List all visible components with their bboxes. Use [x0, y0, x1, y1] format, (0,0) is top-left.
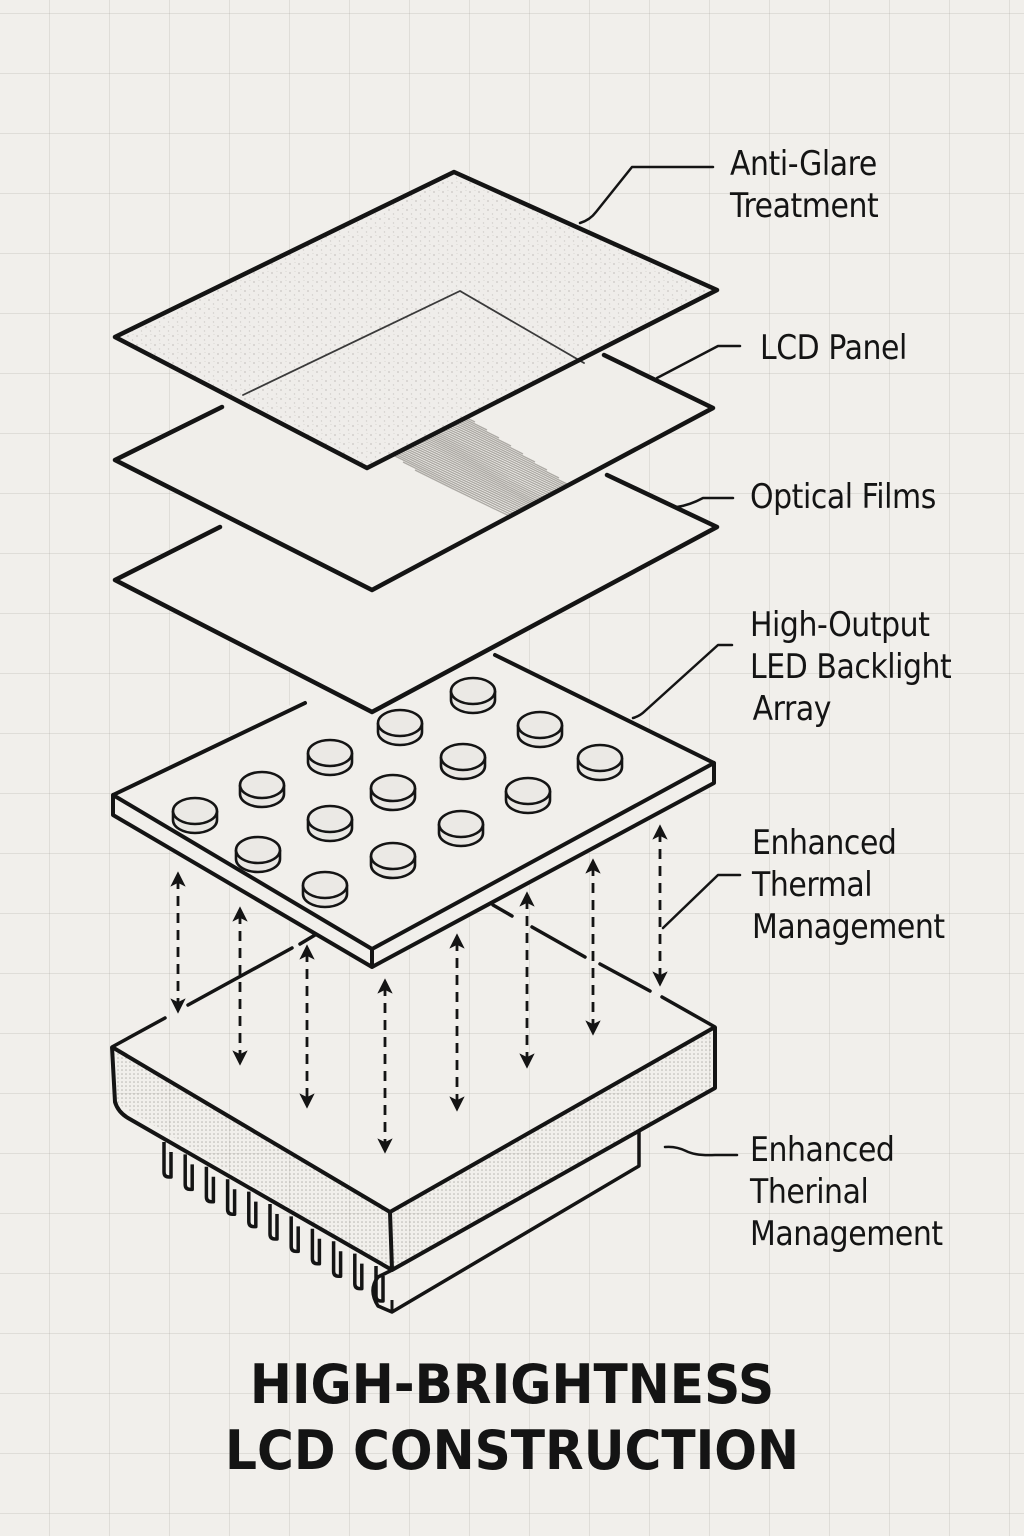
led-top: [369, 841, 417, 871]
led-board-outline: [111, 653, 716, 969]
led-top: [449, 676, 497, 706]
leader-lcd-panel: [655, 344, 742, 380]
title-line-1: HIGH-BRIGHTNESS: [249, 1353, 775, 1416]
heat-sink: [110, 903, 717, 1314]
led-emitter: [376, 708, 424, 747]
label-thermal-management-heat-sink: Enhanced Therinal Management: [750, 1129, 943, 1255]
led-top: [301, 870, 349, 900]
anti-glare-layer: [112, 169, 720, 471]
heat-sink-fin: [331, 1241, 343, 1278]
led-top: [437, 809, 485, 839]
led-top: [376, 708, 424, 738]
heat-sink-fin: [268, 1204, 279, 1241]
label-led-backlight-array: High-Output LED Backlight Array: [750, 604, 952, 730]
led-emitter: [171, 796, 219, 835]
led-top: [171, 796, 219, 826]
heat-sink-fin: [204, 1166, 216, 1204]
leader-lines: [578, 165, 742, 1157]
heat-sink-back-left-edge: [110, 930, 322, 1049]
led-top: [306, 738, 354, 768]
led-top: [516, 710, 564, 740]
anti-glare-outline: [112, 169, 720, 471]
label-thermal-management-interface: Enhanced Thermal Management: [752, 822, 945, 948]
led-emitter: [369, 773, 417, 812]
led-top: [306, 804, 354, 834]
led-emitter: [306, 738, 354, 777]
diagram-title: HIGH-BRIGHTNESS LCD CONSTRUCTION: [0, 1352, 1024, 1484]
label-line: Therinal: [750, 1172, 869, 1212]
label-line: Enhanced: [752, 823, 897, 863]
label-line: High-Output: [750, 605, 930, 645]
leader-heat-sink: [663, 1145, 739, 1157]
led-top: [238, 770, 286, 800]
heat-sink-fin: [310, 1228, 322, 1266]
led-emitter: [234, 835, 282, 874]
thermal-arrows: [170, 824, 668, 1154]
label-anti-glare-treatment: Anti-Glare Treatment: [730, 143, 879, 227]
label-line: Treatment: [730, 186, 879, 226]
led-emitter: [504, 776, 552, 815]
led-emitter: [301, 870, 349, 909]
label-lcd-panel: LCD Panel: [760, 327, 907, 369]
label-line: Management: [752, 907, 945, 947]
led-backlight-board: [111, 653, 716, 969]
led-top: [504, 776, 552, 806]
label-line: Enhanced: [750, 1130, 895, 1170]
led-top: [234, 835, 282, 865]
led-board-left-side: [113, 795, 372, 967]
led-emitter: [516, 710, 564, 749]
led-emitter: [369, 841, 417, 880]
optical-film-outline: [112, 472, 720, 715]
heat-sink-fins: [162, 1142, 385, 1303]
label-line: Thermal: [752, 865, 873, 905]
led-top: [576, 743, 624, 773]
led-array: [171, 676, 624, 909]
heat-sink-right-face: [390, 1027, 715, 1270]
lcd-panel-outline: [112, 352, 716, 593]
leader-anti-glare: [578, 165, 715, 225]
heat-sink-back-right-edge: [491, 903, 717, 1029]
heat-sink-left-face: [112, 1047, 392, 1270]
heat-sink-fin: [162, 1142, 173, 1179]
label-line: LED Backlight: [750, 647, 952, 687]
led-top: [439, 742, 487, 772]
anti-glare-stipple: [115, 172, 717, 468]
heat-sink-fin: [247, 1191, 258, 1229]
title-line-2: LCD CONSTRUCTION: [224, 1419, 799, 1482]
heat-sink-base-plate: [371, 1132, 641, 1314]
led-emitter: [238, 770, 286, 809]
label-line: Anti-Glare: [730, 144, 877, 184]
led-emitter: [439, 742, 487, 781]
led-top: [369, 773, 417, 803]
anti-glare-inner-line: [242, 289, 585, 396]
heat-sink-edges: [110, 1027, 717, 1272]
leader-led-backlight: [631, 643, 734, 720]
heat-sink-fin: [183, 1154, 194, 1192]
led-emitter: [449, 676, 497, 715]
heat-sink-fin: [289, 1216, 300, 1254]
heat-sink-fin: [374, 1266, 385, 1303]
label-line: LCD Panel: [760, 328, 907, 368]
led-emitter: [437, 809, 485, 848]
leader-thermal-interface: [661, 873, 742, 930]
label-line: Array: [752, 689, 832, 729]
led-board-right-side: [372, 763, 714, 967]
label-optical-films: Optical Films: [750, 476, 936, 518]
leader-optical-films: [675, 496, 735, 509]
heat-sink-fin: [225, 1179, 237, 1216]
led-emitter: [306, 804, 354, 843]
label-line: Management: [750, 1214, 943, 1254]
led-emitter: [576, 743, 624, 782]
label-line: Optical Films: [750, 477, 936, 517]
heat-sink-fin: [353, 1253, 364, 1291]
